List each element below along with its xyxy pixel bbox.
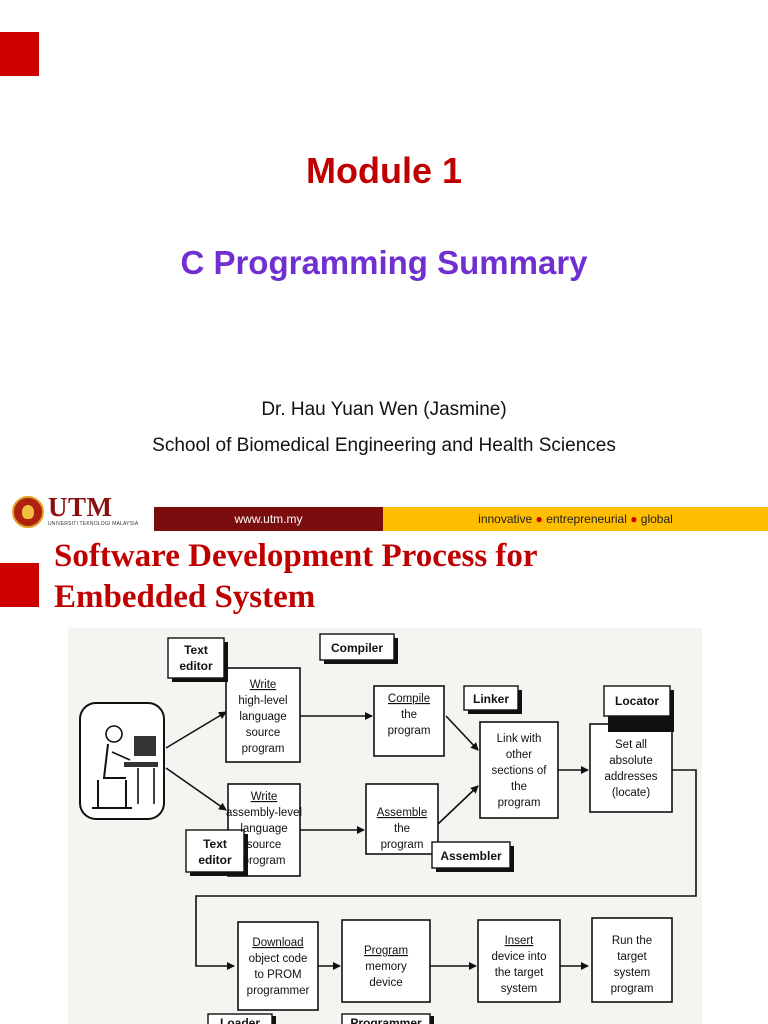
module-title: Module 1 [305, 150, 462, 191]
step-write-asm: program [243, 855, 286, 867]
programmer-at-computer-icon [79, 702, 165, 820]
label-text-editor-a: editor [179, 659, 213, 673]
step-insert: system [501, 983, 537, 995]
step-run: target [617, 951, 647, 963]
tagline-global: global [640, 512, 673, 526]
step-run: Run the [612, 935, 652, 947]
accent-square-2 [0, 563, 39, 607]
module-subtitle: C Programming Summary [180, 244, 588, 281]
step-download: to PROM [254, 969, 301, 981]
step-insert: Insert [505, 935, 535, 947]
accent-square [0, 32, 39, 76]
step-insert: the target [495, 967, 544, 979]
website-bar: www.utm.my [154, 507, 383, 531]
label-assembler: Assembler [440, 849, 502, 863]
step-program: memory [365, 961, 407, 973]
label-loader: Loader [220, 1016, 260, 1024]
step-program: device [369, 977, 402, 989]
step-write-asm: language [240, 823, 287, 835]
step-assemble: program [381, 839, 424, 851]
author-name: Dr. Hau Yuan Wen (Jasmine) [261, 399, 507, 420]
author-department: School of Biomedical Engineering and Hea… [152, 435, 616, 456]
label-locator: Locator [615, 694, 659, 708]
step-write-asm: Write [251, 791, 278, 803]
title-slide: Module 1 C Programming Summary Dr. Hau Y… [0, 32, 768, 532]
process-diagram: Text editor Compiler Linker Locator Text… [68, 628, 702, 1024]
step-link: Link with [497, 733, 542, 745]
slide2-title: Software Development Process for Embedde… [54, 536, 538, 618]
step-download: object code [249, 953, 308, 965]
step-link: program [498, 797, 541, 809]
step-compile: program [388, 725, 431, 737]
step-run: system [614, 967, 650, 979]
step-download: Download [252, 937, 303, 949]
step-write-hll: Write [250, 679, 277, 691]
step-run: program [611, 983, 654, 995]
step-link: the [511, 781, 527, 793]
step-assemble: Assemble [377, 807, 428, 819]
step-link: other [506, 749, 532, 761]
slide2-title-line1: Software Development Process for [54, 538, 538, 574]
step-write-hll: language [239, 711, 286, 723]
tagline-entrepreneurial: entrepreneurial [546, 512, 627, 526]
step-locate: (locate) [612, 787, 651, 799]
step-locate: absolute [609, 755, 652, 767]
step-program: Program [364, 945, 408, 957]
step-write-asm: assembly-level [226, 807, 302, 819]
label-programmer: Programmer [350, 1016, 422, 1024]
utm-logo: UTM UNIVERSITI TEKNOLOGI MALAYSIA [12, 492, 142, 532]
step-write-hll: high-level [238, 695, 287, 707]
step-locate: addresses [604, 771, 657, 783]
step-link: sections of [492, 765, 548, 777]
step-write-hll: program [242, 743, 285, 755]
label-text-editor-b: editor [198, 853, 232, 867]
slide2-title-line2: Embedded System [54, 579, 316, 615]
step-compile: the [401, 709, 417, 721]
step-write-hll: source [246, 727, 281, 739]
step-download: programmer [247, 985, 310, 997]
label-compiler: Compiler [331, 641, 383, 655]
tagline-bar: innovative ● entrepreneurial ● global [383, 507, 768, 531]
step-insert: device into [492, 951, 547, 963]
utm-logo-text: UTM [48, 492, 113, 522]
label-text-editor-b: Text [203, 837, 227, 851]
bullet-dot-icon: ● [630, 512, 638, 526]
utm-logo-subtext: UNIVERSITI TEKNOLOGI MALAYSIA [48, 521, 139, 527]
website-link[interactable]: www.utm.my [234, 512, 303, 526]
step-write-asm: source [247, 839, 282, 851]
label-linker: Linker [473, 692, 509, 706]
step-compile: Compile [388, 693, 430, 705]
label-text-editor-a: Text [184, 643, 208, 657]
step-locate: Set all [615, 739, 647, 751]
bullet-dot-icon: ● [535, 512, 543, 526]
step-assemble: the [394, 823, 410, 835]
tagline-innovative: innovative [478, 512, 533, 526]
utm-crest-icon [12, 496, 44, 528]
